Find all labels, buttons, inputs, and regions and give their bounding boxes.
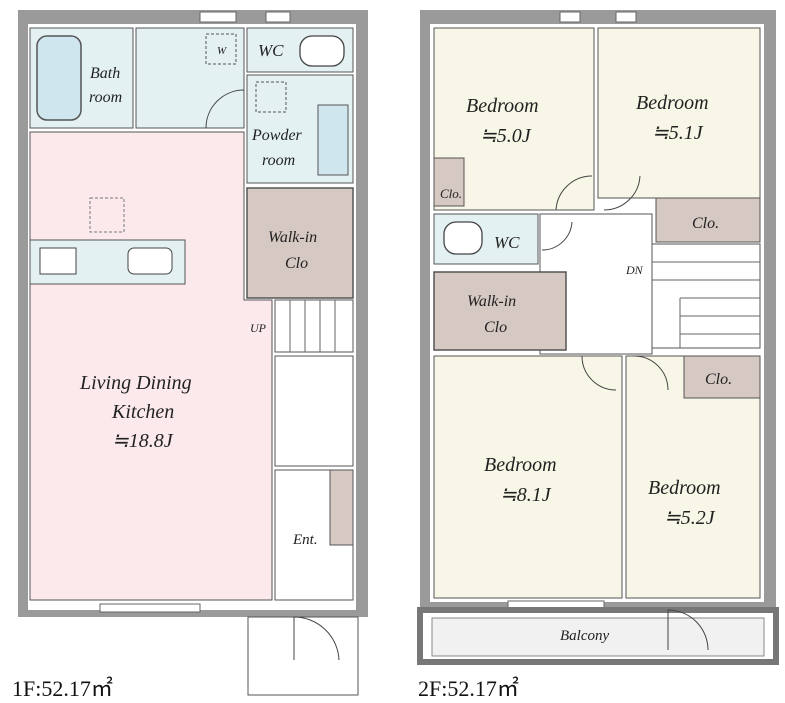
closet-left <box>433 157 465 207</box>
floor-1-plan: Bath room W WC Powder room Walk-in Clo L… <box>12 10 368 701</box>
bedroom-ne-area: ≒5.1J <box>652 122 704 144</box>
closet-left-label: Clo. <box>440 186 462 201</box>
walkin-label-2f-2: Clo <box>484 319 507 336</box>
hallway-1f <box>274 355 354 467</box>
wc-label-1f: WC <box>258 41 284 60</box>
stairs-1f <box>274 299 354 353</box>
bath-label-2: room <box>89 89 122 106</box>
door-swings-2f <box>541 175 669 391</box>
powder-label-1: Powder <box>251 127 303 144</box>
bedroom-sw-area: ≒8.1J <box>500 484 552 506</box>
entrance-door-icon <box>293 616 340 661</box>
bedroom-nw-area: ≒5.0J <box>480 125 532 147</box>
walkin-label-1f-1: Walk-in <box>268 229 317 246</box>
porch <box>247 616 359 696</box>
closet-right-top <box>655 197 761 243</box>
balcony-door-icon <box>667 609 709 651</box>
ldk-label-1: Living Dining <box>79 372 192 394</box>
wc-label-2f: WC <box>494 233 520 252</box>
washer-space-icon <box>205 33 237 65</box>
bedroom-ne-label: Bedroom <box>636 92 709 114</box>
floor-1-area: 1F:52.17㎡ <box>12 676 113 701</box>
walk-in-closet-2f <box>433 271 567 351</box>
balcony-label: Balcony <box>560 628 609 644</box>
walk-in-closet-1f <box>246 187 354 299</box>
door-swing-icon <box>205 89 245 129</box>
bedroom-sw <box>433 355 623 599</box>
bathtub-icon <box>36 35 82 121</box>
stove-icon <box>39 247 77 275</box>
washroom <box>135 27 245 129</box>
bedroom-nw-label: Bedroom <box>466 95 539 117</box>
floor-2-area: 2F:52.17㎡ <box>418 676 519 701</box>
living-dining-kitchen <box>29 131 273 601</box>
stair-up-label: UP <box>250 321 267 335</box>
closet-right-mid <box>683 355 761 399</box>
floor-2-plan: Bedroom ≒5.0J Bedroom ≒5.1J Clo. Clo. WC… <box>417 10 779 701</box>
ldk-area: ≒18.8J <box>112 430 174 452</box>
window-ldk-south <box>99 603 201 613</box>
bedroom-se-area: ≒5.2J <box>664 507 716 529</box>
sink-icon <box>127 247 173 275</box>
bedroom-ne <box>597 27 761 199</box>
bath-label-1: Bath <box>90 65 120 82</box>
walkin-label-2f-1: Walk-in <box>467 293 516 310</box>
washer-mark: W <box>217 45 227 57</box>
entrance-label: Ent. <box>292 532 318 548</box>
stair-down-label: DN <box>625 263 644 277</box>
balcony-floor <box>431 617 765 657</box>
range-hood-icon <box>89 197 125 233</box>
window-bedroom-nw <box>559 11 581 23</box>
powder-label-2: room <box>262 152 295 169</box>
stair-treads-2f <box>652 261 760 348</box>
vanity-icon <box>317 104 349 176</box>
closet-right-top-label: Clo. <box>692 215 719 232</box>
window-wc-1f <box>265 11 291 23</box>
closet-right-mid-label: Clo. <box>705 371 732 388</box>
toilet-icon <box>299 35 345 67</box>
vent-icon <box>255 81 287 113</box>
ldk-label-2: Kitchen <box>111 401 174 423</box>
bedroom-sw-label: Bedroom <box>484 454 557 476</box>
bedroom-se-label: Bedroom <box>648 477 721 499</box>
window-bedroom-sw <box>507 600 605 609</box>
toilet-2f-icon <box>443 221 483 255</box>
window-bedroom-ne <box>615 11 637 23</box>
shoe-closet-icon <box>329 469 354 546</box>
stairs-2f <box>651 243 761 349</box>
walkin-label-1f-2: Clo <box>285 255 308 272</box>
window-washroom <box>199 11 237 23</box>
stair-treads-1f <box>289 300 336 352</box>
